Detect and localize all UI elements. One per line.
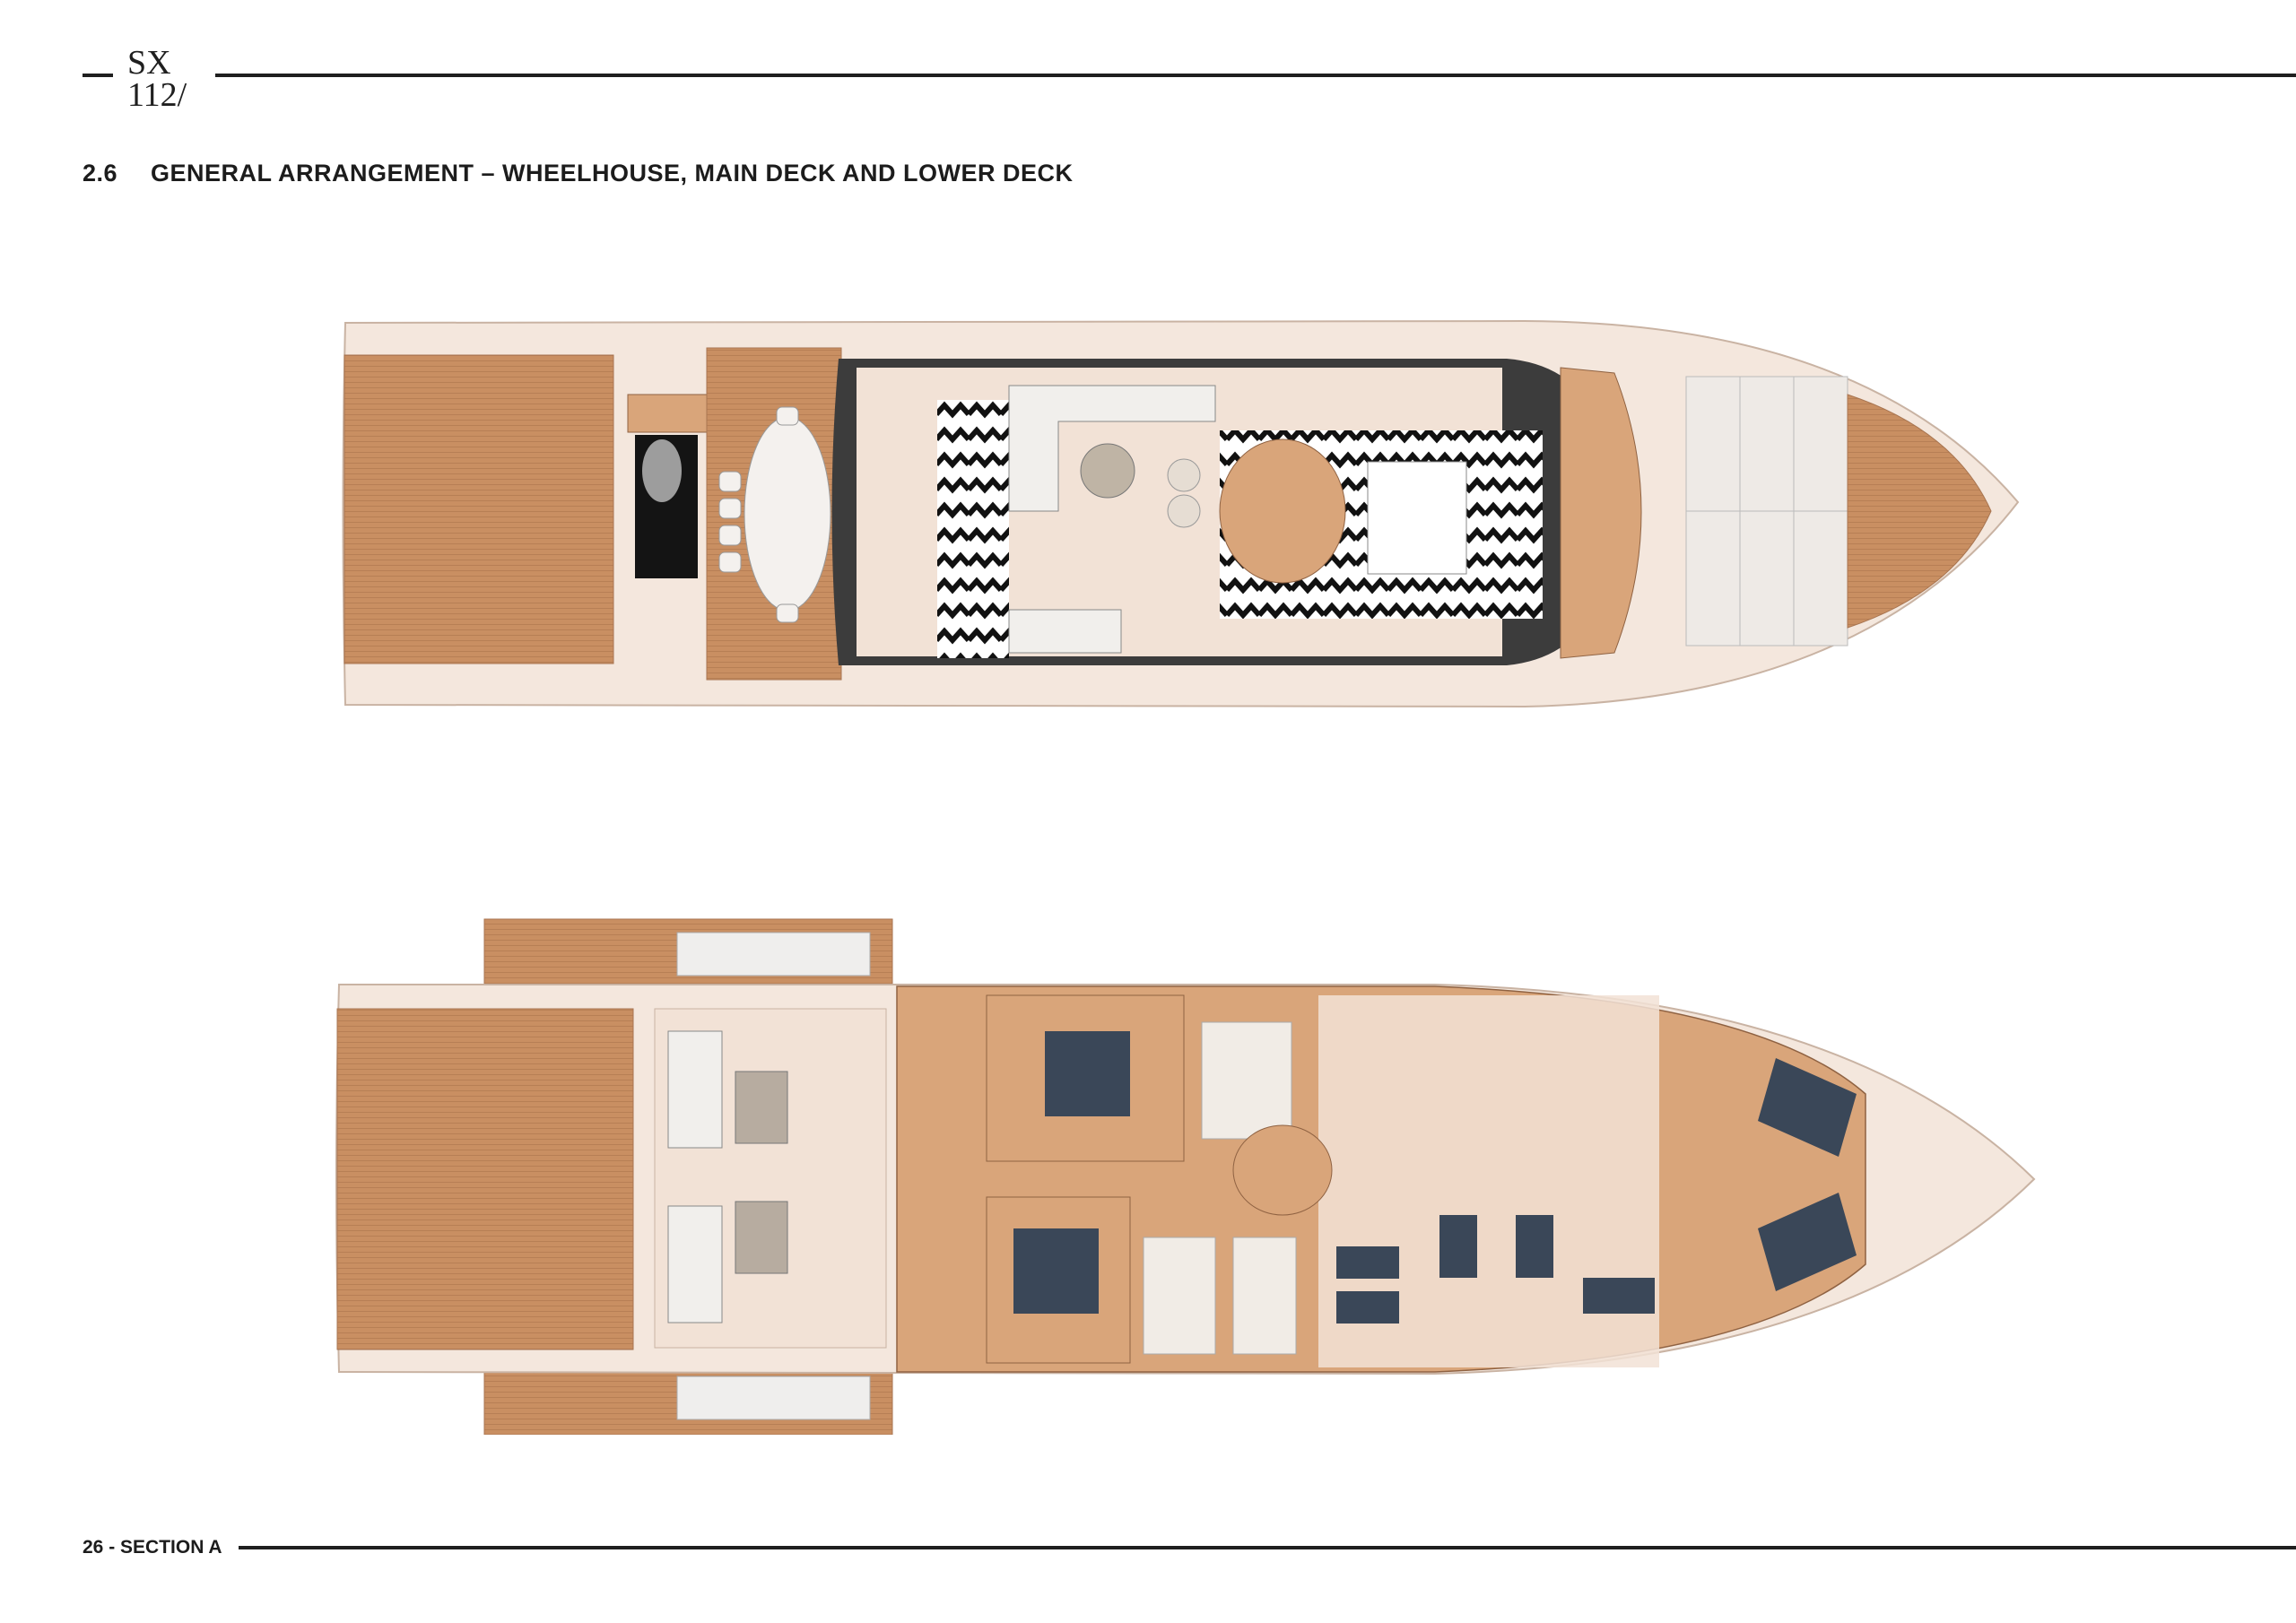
ensuite-guest: [1232, 1237, 1297, 1355]
vip-berth: [1013, 1228, 1099, 1314]
master-berth: [1045, 1031, 1130, 1116]
main-deck-plan: [342, 319, 2020, 708]
page-footer: 26 - SECTION A: [83, 1537, 222, 1558]
beach-club-deck: [336, 1008, 634, 1350]
ensuite-vip: [1143, 1237, 1216, 1355]
beach-lounge-sofa-aft: [667, 1205, 723, 1324]
section-title: 2.6 GENERAL ARRANGEMENT – WHEELHOUSE, MAI…: [83, 160, 1074, 187]
beach-table-1: [735, 1071, 788, 1144]
twin-cabin-berth-3: [1439, 1215, 1477, 1278]
coffee-table: [1080, 443, 1135, 499]
lower-deck-plan: [335, 918, 2036, 1435]
section-number: 2.6: [83, 160, 118, 187]
footer-rule: [239, 1546, 2296, 1549]
beach-lounge-sofa-fwd: [667, 1030, 723, 1149]
twin-cabin-berth-4: [1516, 1215, 1553, 1278]
main-staircase: [1219, 438, 1346, 584]
garage-stair: [627, 394, 714, 433]
section-heading: GENERAL ARRANGEMENT – WHEELHOUSE, MAIN D…: [151, 160, 1074, 187]
dining-table: [744, 416, 831, 612]
bow-cabin-berth-2: [1758, 1193, 1857, 1291]
salon-sideboard: [1008, 609, 1122, 654]
ensuite-master: [1201, 1021, 1292, 1140]
aft-swim-platform: [344, 354, 614, 664]
sx112-logo: SX 112/: [127, 44, 187, 114]
twin-cabin-berth-2: [1336, 1291, 1399, 1324]
lower-staircase: [1232, 1124, 1333, 1216]
galley-island: [1367, 461, 1467, 575]
header-rule-long: [215, 74, 2296, 77]
logo-line-2: 112/: [127, 76, 187, 114]
salon-sofa: [1008, 385, 1216, 512]
beach-table-2: [735, 1201, 788, 1274]
wheelhouse: [1560, 367, 1642, 659]
logo-line-1: SX: [127, 44, 171, 82]
header-rule-short: [83, 74, 113, 77]
bow-deck: [1847, 394, 1992, 629]
bow-cabin-berth-1: [1758, 1058, 1857, 1157]
chevron-rug-aft: [937, 400, 1009, 658]
crew-berth-1: [1583, 1278, 1655, 1314]
twin-cabin-berth-1: [1336, 1246, 1399, 1279]
